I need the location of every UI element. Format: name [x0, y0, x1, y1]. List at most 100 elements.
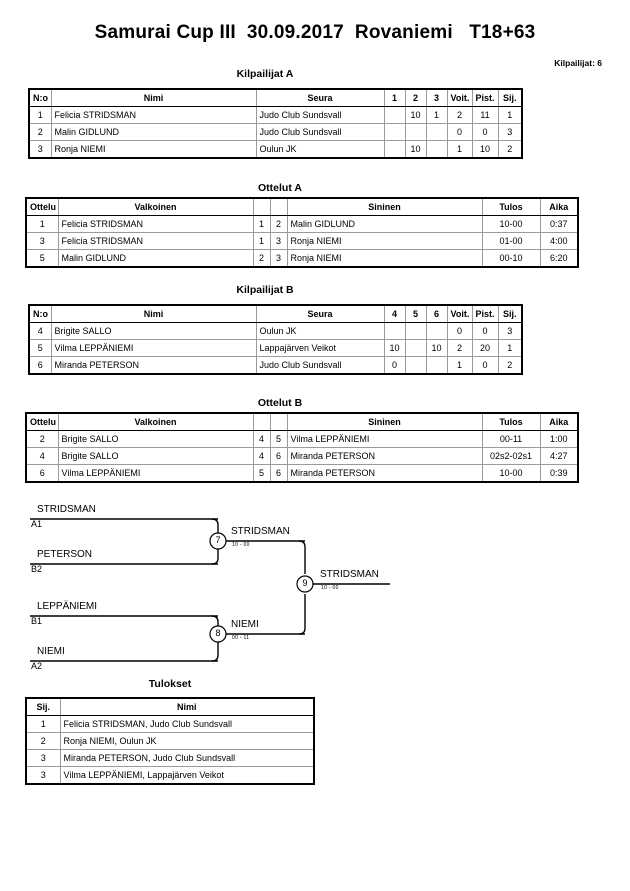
cell-name: Miranda PETERSON	[50, 356, 257, 375]
cell-match-5	[404, 356, 427, 375]
cell-no: 6	[28, 356, 52, 375]
cell-match-3: 1	[425, 106, 448, 124]
col-match-number: Ottelu	[25, 412, 59, 431]
cell-time: 0:39	[539, 464, 579, 483]
col-seed-blue	[269, 412, 288, 431]
cell-match-6	[425, 356, 448, 375]
cell-club: Judo Club Sundsvall	[255, 123, 385, 141]
cell-name: Miranda PETERSON, Judo Club Sundsvall	[59, 749, 315, 767]
cell-name: Ronja NIEMI	[50, 140, 257, 159]
cell-match-4: 10	[383, 339, 406, 357]
col-time: Aika	[539, 412, 579, 431]
cell-name: Vilma LEPPÄNIEMI	[50, 339, 257, 357]
page-title: Samurai Cup III 30.09.2017 Rovaniemi T18…	[94, 22, 536, 43]
caption-group-a: Kilpailijat A	[236, 68, 294, 80]
cell-match-6	[425, 322, 448, 340]
col-wins: Voit.	[446, 304, 473, 323]
col-rank: Sij.	[497, 304, 523, 323]
col-no: N:o	[28, 88, 52, 107]
cell-time: 4:27	[539, 447, 579, 465]
cell-seed-white: 2	[252, 249, 271, 268]
cell-wins: 0	[446, 322, 473, 340]
cell-rank: 1	[497, 106, 523, 124]
col-wins: Voit.	[446, 88, 473, 107]
cell-no: 5	[28, 339, 52, 357]
col-points: Pist.	[471, 304, 499, 323]
col-result: Tulos	[481, 197, 541, 216]
col-blue: Sininen	[286, 197, 483, 216]
col-name: Nimi	[59, 697, 315, 716]
cell-wins: 1	[446, 356, 473, 375]
table-row: 3 Felicia STRIDSMAN 1 3 Ronja NIEMI 01-0…	[25, 232, 579, 250]
cell-blue: Ronja NIEMI	[286, 249, 483, 268]
cell-rank: 3	[25, 766, 61, 785]
table-row: 1 Felicia STRIDSMAN 1 2 Malin GIDLUND 10…	[25, 215, 579, 233]
cell-wins: 0	[446, 123, 473, 141]
cell-rank: 1	[497, 339, 523, 357]
cell-match-2	[404, 123, 427, 141]
table-row: 6 Miranda PETERSON Judo Club Sundsvall 0…	[28, 356, 523, 375]
cell-match-5	[404, 322, 427, 340]
cell-seed-white: 4	[252, 430, 271, 448]
bracket-match-number-8: 8	[215, 628, 221, 638]
cell-match-5	[404, 339, 427, 357]
cell-wins: 1	[446, 140, 473, 159]
table-row: 3 Ronja NIEMI Oulun JK 10 1 10 2	[28, 140, 523, 159]
bracket-entry-seed: A1	[31, 519, 43, 529]
cell-white: Brigite SALLO	[57, 430, 254, 448]
cell-points: 11	[471, 106, 499, 124]
table-row: 6 Vilma LEPPÄNIEMI 5 6 Miranda PETERSON …	[25, 464, 579, 483]
caption-matches-b: Ottelut B	[257, 397, 303, 409]
table-header-row: Ottelu Valkoinen Sininen Tulos Aika	[25, 197, 579, 216]
tournament-bracket: STRIDSMAN A1 PETERSON B2 LEPPÄNIEMI B1 N…	[0, 498, 630, 673]
table-row: 1 Felicia STRIDSMAN Judo Club Sundsvall …	[28, 106, 523, 124]
cell-result: 10-00	[481, 464, 541, 483]
cell-match-1	[383, 106, 406, 124]
cell-blue: Miranda PETERSON	[286, 447, 483, 465]
table-group-b: N:o Nimi Seura 4 5 6 Voit. Pist. Sij. 4 …	[28, 304, 523, 375]
col-no: N:o	[28, 304, 52, 323]
cell-match-number: 4	[25, 447, 59, 465]
bracket-entry-name: PETERSON	[37, 549, 93, 560]
cell-points: 20	[471, 339, 499, 357]
col-white: Valkoinen	[57, 412, 254, 431]
cell-rank: 2	[497, 140, 523, 159]
bracket-entry-seed: B1	[31, 616, 43, 626]
cell-result: 00-10	[481, 249, 541, 268]
cell-seed-white: 4	[252, 447, 271, 465]
bracket-entry-seed: B2	[31, 564, 43, 574]
col-rank: Sij.	[497, 88, 523, 107]
col-match-number: Ottelu	[25, 197, 59, 216]
cell-result: 00-11	[481, 430, 541, 448]
cell-match-number: 2	[25, 430, 59, 448]
cell-seed-white: 1	[252, 215, 271, 233]
cell-rank: 2	[497, 356, 523, 375]
cell-points: 10	[471, 140, 499, 159]
cell-match-2: 10	[404, 106, 427, 124]
cell-white: Vilma LEPPÄNIEMI	[57, 464, 254, 483]
cell-seed-white: 5	[252, 464, 271, 483]
bracket-entry-name: NIEMI	[37, 646, 65, 657]
table-header-row: Sij. Nimi	[25, 697, 315, 716]
table-group-a: N:o Nimi Seura 1 2 3 Voit. Pist. Sij. 1 …	[28, 88, 523, 159]
bracket-score-semifinal-1: 10 - 00	[232, 542, 250, 548]
cell-seed-blue: 3	[269, 232, 288, 250]
cell-white: Felicia STRIDSMAN	[57, 215, 254, 233]
cell-rank: 2	[25, 732, 61, 750]
table-header-row: Ottelu Valkoinen Sininen Tulos Aika	[25, 412, 579, 431]
col-name: Nimi	[50, 88, 257, 107]
caption-matches-a: Ottelut A	[258, 182, 302, 194]
table-row: 4 Brigite SALLO Oulun JK 0 0 3	[28, 322, 523, 340]
table-row: 2 Malin GIDLUND Judo Club Sundsvall 0 0 …	[28, 123, 523, 141]
cell-match-2: 10	[404, 140, 427, 159]
bracket-score-semifinal-2: 00 - 11	[232, 635, 250, 641]
cell-match-4: 0	[383, 356, 406, 375]
cell-match-number: 5	[25, 249, 59, 268]
cell-name: Ronja NIEMI, Oulun JK	[59, 732, 315, 750]
table-row: 3 Miranda PETERSON, Judo Club Sundsvall	[25, 749, 315, 767]
cell-match-number: 1	[25, 215, 59, 233]
col-white: Valkoinen	[57, 197, 254, 216]
bracket-match-number-9: 9	[302, 578, 308, 588]
table-row: 5 Vilma LEPPÄNIEMI Lappajärven Veikot 10…	[28, 339, 523, 357]
cell-match-number: 3	[25, 232, 59, 250]
